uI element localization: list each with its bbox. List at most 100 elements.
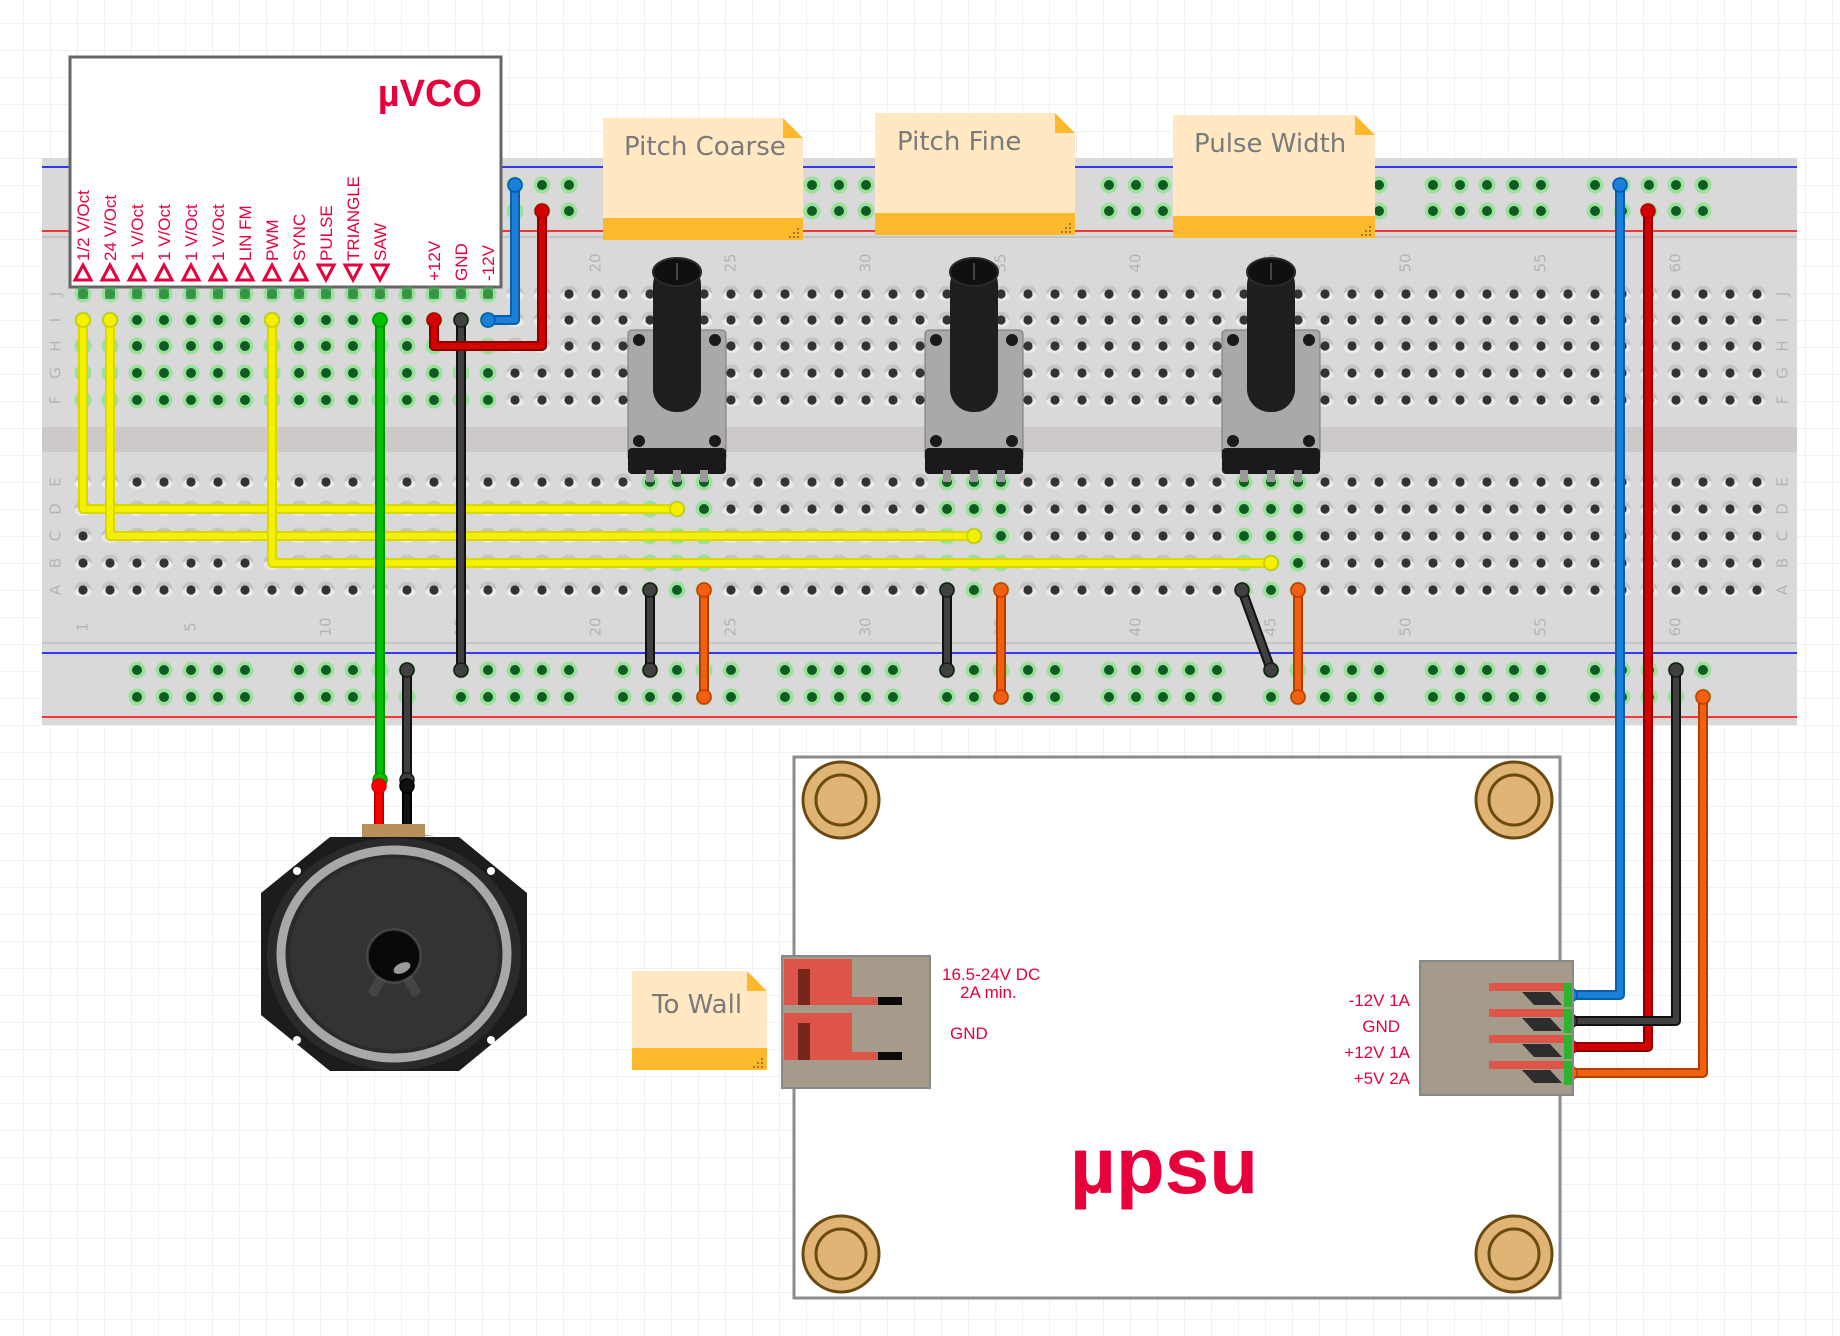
breadboard-hole[interactable] [1262,581,1280,599]
breadboard-hole[interactable] [1559,581,1577,598]
breadboard-hole[interactable] [1343,688,1361,706]
breadboard-hole[interactable] [1397,473,1415,490]
breadboard-hole[interactable] [1127,688,1145,706]
breadboard-hole[interactable] [722,661,740,679]
breadboard-hole[interactable] [1667,500,1685,517]
breadboard-hole[interactable] [587,311,605,328]
breadboard-hole[interactable] [1748,391,1766,408]
breadboard-hole[interactable] [587,391,605,408]
wire-end[interactable] [993,689,1009,705]
breadboard-hole[interactable] [1424,661,1442,679]
breadboard-hole[interactable] [128,473,146,490]
breadboard-hole[interactable] [1505,554,1523,571]
breadboard-hole[interactable] [1667,554,1685,571]
breadboard-hole[interactable] [1073,527,1091,544]
breadboard-hole[interactable] [1532,688,1550,706]
breadboard-hole[interactable] [1667,337,1685,354]
breadboard-hole[interactable] [1451,176,1469,194]
breadboard-hole[interactable] [1154,364,1172,381]
breadboard-hole[interactable] [290,688,308,706]
wire-end[interactable] [669,501,685,517]
breadboard-hole[interactable] [1694,337,1712,354]
breadboard-hole[interactable] [1181,311,1199,328]
breadboard-hole[interactable] [1748,285,1766,302]
breadboard-hole[interactable] [1424,527,1442,544]
breadboard-hole[interactable] [722,688,740,706]
breadboard-hole[interactable] [1019,364,1037,381]
breadboard-hole[interactable] [1181,581,1199,598]
breadboard-hole[interactable] [290,391,308,409]
breadboard-hole[interactable] [1667,176,1685,194]
breadboard-hole[interactable] [128,661,146,679]
breadboard-hole[interactable] [1505,581,1523,598]
breadboard-hole[interactable] [1019,473,1037,490]
breadboard-hole[interactable] [749,391,767,408]
breadboard-hole[interactable] [533,581,551,598]
breadboard-hole[interactable] [1154,527,1172,544]
breadboard-hole[interactable] [1343,527,1361,544]
breadboard-hole[interactable] [1451,285,1469,302]
breadboard-hole[interactable] [533,176,551,194]
breadboard-hole[interactable] [1046,473,1064,490]
wire-end[interactable] [993,582,1009,598]
wire-end[interactable] [372,312,388,328]
breadboard-hole[interactable] [1073,581,1091,598]
breadboard-hole[interactable] [965,688,983,706]
breadboard-hole[interactable] [1532,364,1550,381]
breadboard-hole[interactable] [1046,527,1064,544]
breadboard-hole[interactable] [884,337,902,354]
breadboard-hole[interactable] [1154,311,1172,328]
breadboard-hole[interactable] [1316,500,1334,517]
breadboard-hole[interactable] [1397,581,1415,598]
breadboard-hole[interactable] [398,337,416,355]
breadboard-hole[interactable] [1532,337,1550,354]
breadboard-hole[interactable] [614,688,632,706]
breadboard-hole[interactable] [749,500,767,517]
breadboard-hole[interactable] [830,285,848,302]
breadboard-hole[interactable] [1451,500,1469,517]
breadboard-hole[interactable] [884,500,902,517]
vco-pin[interactable]: PWM [261,219,283,299]
breadboard-hole[interactable] [1559,311,1577,328]
breadboard-hole[interactable] [1478,285,1496,302]
breadboard-hole[interactable] [911,285,929,302]
breadboard-hole[interactable] [1343,581,1361,598]
breadboard-hole[interactable] [1586,581,1604,598]
breadboard-hole[interactable] [776,337,794,354]
breadboard-hole[interactable] [614,364,632,381]
breadboard-hole[interactable] [749,285,767,302]
breadboard-hole[interactable] [911,581,929,598]
wire-pot3-5v[interactable] [1290,582,1306,705]
breadboard-hole[interactable] [803,176,821,194]
breadboard-hole[interactable] [587,581,605,598]
breadboard-hole[interactable] [668,661,686,679]
breadboard-hole[interactable] [1694,285,1712,302]
breadboard-hole[interactable] [1181,500,1199,517]
breadboard-hole[interactable] [1343,661,1361,679]
breadboard-hole[interactable] [128,581,146,598]
breadboard-hole[interactable] [1316,391,1334,408]
breadboard-hole[interactable] [182,364,200,382]
breadboard-hole[interactable] [776,500,794,517]
breadboard-hole[interactable] [560,688,578,706]
breadboard-hole[interactable] [1100,661,1118,679]
breadboard-hole[interactable] [1451,661,1469,679]
breadboard-hole[interactable] [884,661,902,679]
breadboard-hole[interactable] [1370,364,1388,381]
breadboard-hole[interactable] [236,554,254,571]
breadboard-hole[interactable] [155,391,173,409]
breadboard-hole[interactable] [398,473,416,490]
breadboard-hole[interactable] [1127,176,1145,194]
breadboard-hole[interactable] [587,285,605,302]
breadboard-hole[interactable] [1748,581,1766,598]
breadboard-hole[interactable] [587,337,605,354]
wire-end[interactable] [399,662,415,678]
wire-end[interactable] [75,312,91,328]
wire-yellow-1[interactable] [75,312,685,517]
breadboard-hole[interactable] [1208,581,1226,598]
breadboard-hole[interactable] [290,661,308,679]
breadboard-hole[interactable] [1748,311,1766,328]
resize-grip-dot[interactable] [793,236,795,238]
breadboard-hole[interactable] [533,473,551,490]
